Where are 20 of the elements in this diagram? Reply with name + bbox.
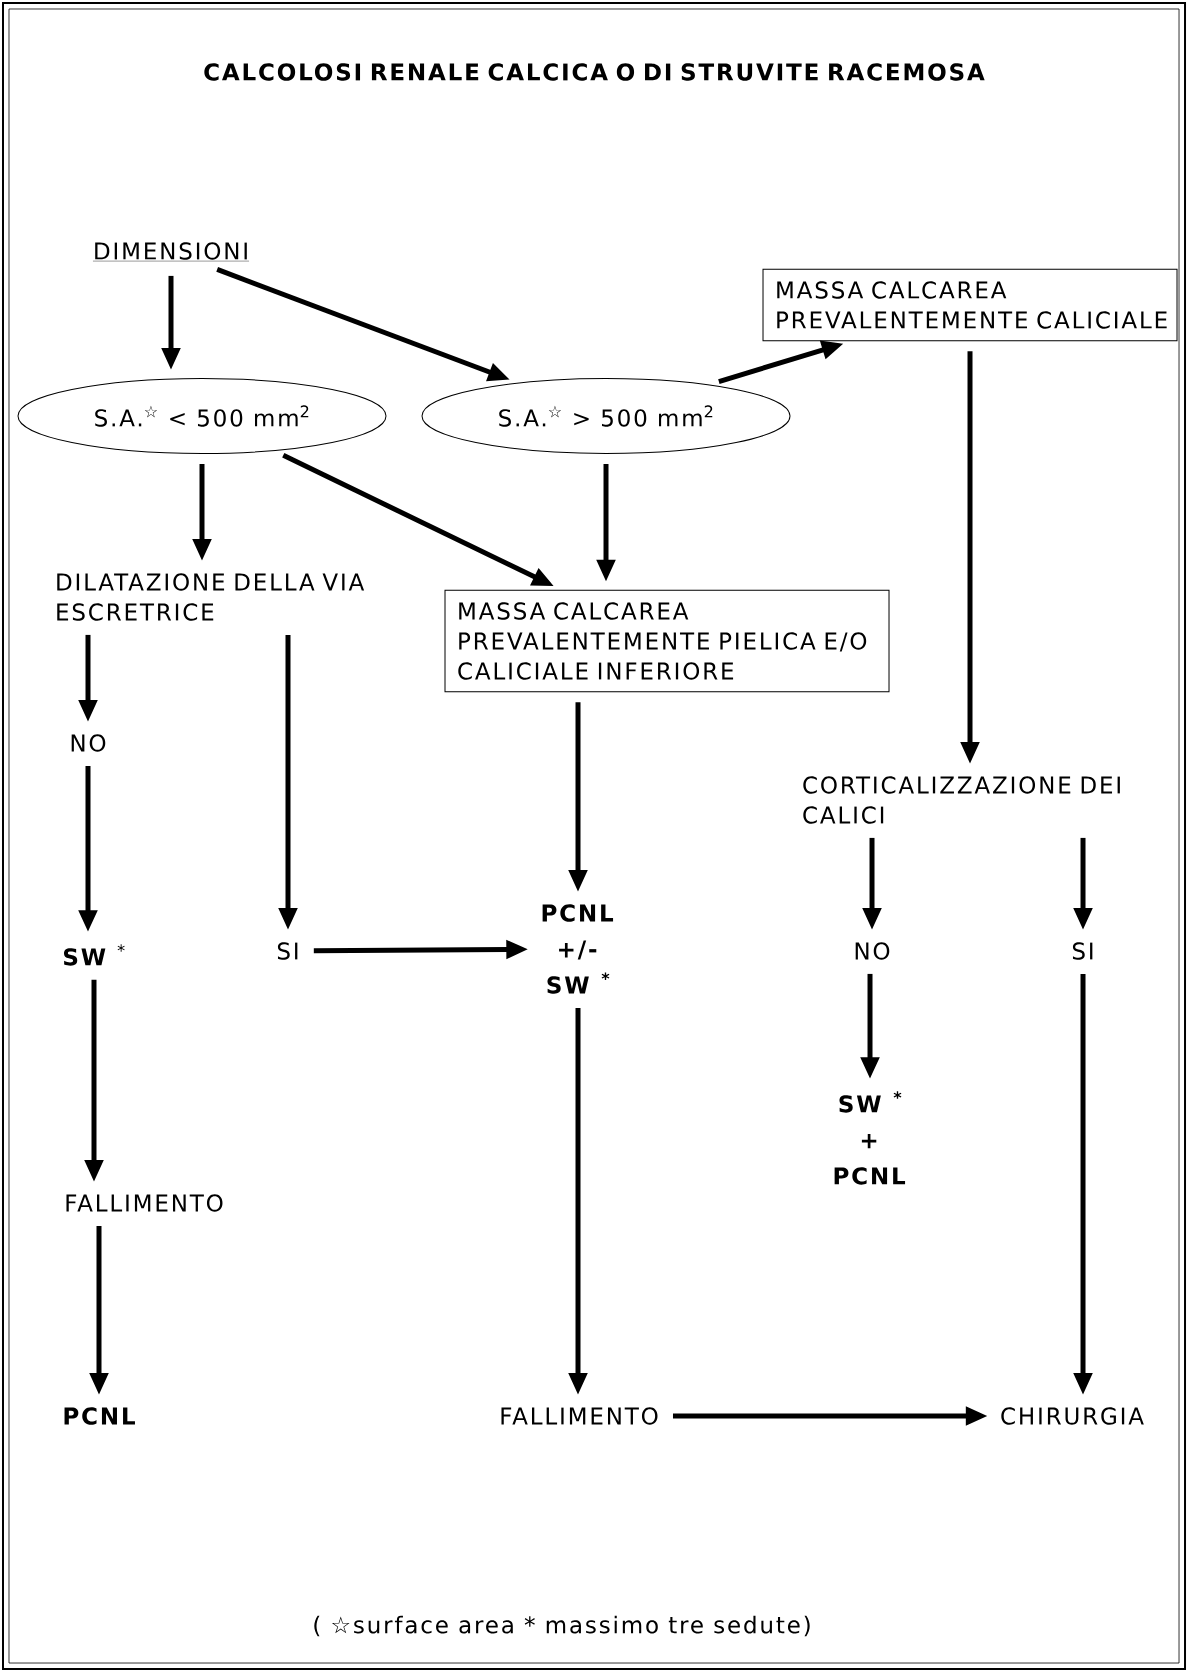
process-box: MASSA CALCAREA PREVALENTEMENTE PIELICA E/O CALICIALE INFERIORE: [444, 589, 890, 693]
caption: ( ☆surface area * massimo tre sedute): [314, 1615, 810, 1637]
process-box: MASSA CALCAREA PREVALENTEMENTE CALICIALE: [762, 268, 1178, 342]
heading-text: DIMENSIONI: [92, 242, 250, 262]
step-text: FALLIMENTO: [66, 1194, 223, 1212]
treatment-text: SW $^{*}$: [64, 944, 125, 966]
step-text: SI: [1072, 942, 1093, 960]
ellipse-node: S.A.$^{☆}$ > 500 mm$^{2}$: [421, 378, 791, 454]
step-text: FALLIMENTO: [501, 1407, 658, 1425]
step-text: NO: [71, 734, 106, 752]
treatment-text: PCNL +/- SW $^{*}$: [542, 904, 614, 994]
step-text: NO: [855, 942, 890, 960]
step-text: CHIRURGIA: [1001, 1407, 1144, 1425]
step-text: DILATAZIONE DELLA VIA ESCRETRICE: [57, 573, 365, 621]
step-text: SI: [277, 942, 298, 960]
treatment-text: SW $^{*}$ + PCNL: [834, 1091, 906, 1185]
title: CALCOLOSI RENALE CALCICA O DI STRUVITE RACEMOSA: [204, 63, 985, 81]
ellipse-node: S.A.$^{☆}$ < 500 mm$^{2}$: [17, 378, 387, 454]
treatment-text: PCNL: [64, 1407, 135, 1425]
step-text: CORTICALIZZAZIONE DEI CALICI: [803, 776, 1120, 824]
